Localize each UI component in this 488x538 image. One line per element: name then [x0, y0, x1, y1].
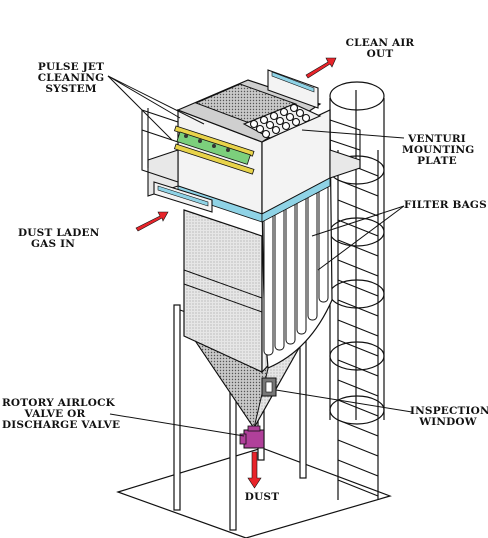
leader-lines: [107, 75, 413, 437]
railings: [141, 108, 361, 183]
housing-left-face: [183, 209, 263, 373]
housing-seam-2: [183, 283, 263, 313]
pulse-jet-headers: [173, 125, 255, 175]
label-inspection-window: INSPECTION WINDOW: [410, 405, 488, 428]
dust-out-arrow: [247, 451, 262, 489]
clean-air-arrow: [305, 57, 337, 79]
gas-in-arrow: [135, 211, 169, 232]
ladder-rungs: [337, 159, 379, 497]
label-rotory-airlock-valve: ROTORY AIRLOCK VALVE OR DISCHARGE VALVE: [2, 397, 121, 431]
housing-seam: [183, 269, 263, 299]
ladder-cage: [329, 81, 385, 500]
blue-stripe-right: [261, 177, 331, 223]
ground-base-plate: [116, 447, 392, 538]
label-filter-bags: FILTER BAGS: [404, 199, 487, 211]
rotary-valve: [239, 425, 265, 449]
label-dust-laden-gas-in: DUST LADEN GAS IN: [18, 227, 100, 250]
label-dust: DUST: [244, 491, 280, 503]
label-venturi-mounting-plate: VENTURI MOUNTING PLATE: [402, 133, 475, 167]
venturi-mounting-plate: [242, 103, 322, 139]
label-pulse-jet-cleaning-system: PULSE JET CLEANING SYSTEM: [37, 61, 105, 95]
label-clean-air-out: CLEAN AIR OUT: [345, 37, 415, 60]
